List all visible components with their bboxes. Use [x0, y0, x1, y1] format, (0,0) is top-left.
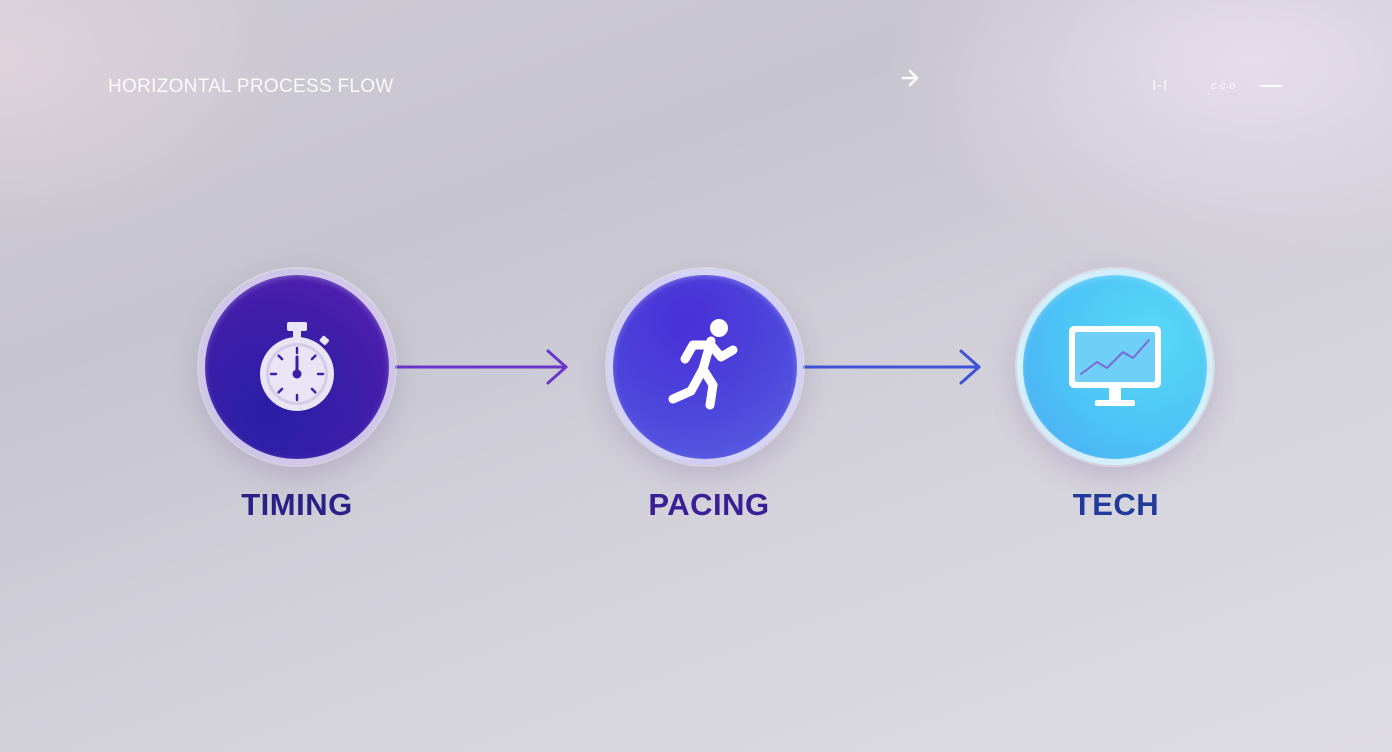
step-tech[interactable] [1017, 269, 1213, 465]
connector-arrow-1 [388, 349, 568, 385]
header-control-text[interactable]: I-I [1152, 77, 1169, 94]
step-label-tech: TECH [1072, 487, 1160, 522]
arrow-right-icon[interactable] [898, 66, 924, 90]
step-pacing[interactable] [607, 269, 803, 465]
monitor-chart-icon [1069, 326, 1161, 406]
running-person-icon [668, 319, 738, 410]
minimize-icon[interactable] [1260, 85, 1282, 87]
page-title: HORIZONTAL PROCESS FLOW [108, 76, 394, 97]
step-label-timing: TIMING [241, 487, 353, 522]
step-timing[interactable] [199, 269, 395, 465]
connector-arrow-2 [795, 349, 981, 385]
step-label-pacing: PACING [648, 487, 770, 522]
header-control-text[interactable]: c·c·o [1211, 80, 1236, 92]
stopwatch-icon [260, 322, 334, 411]
